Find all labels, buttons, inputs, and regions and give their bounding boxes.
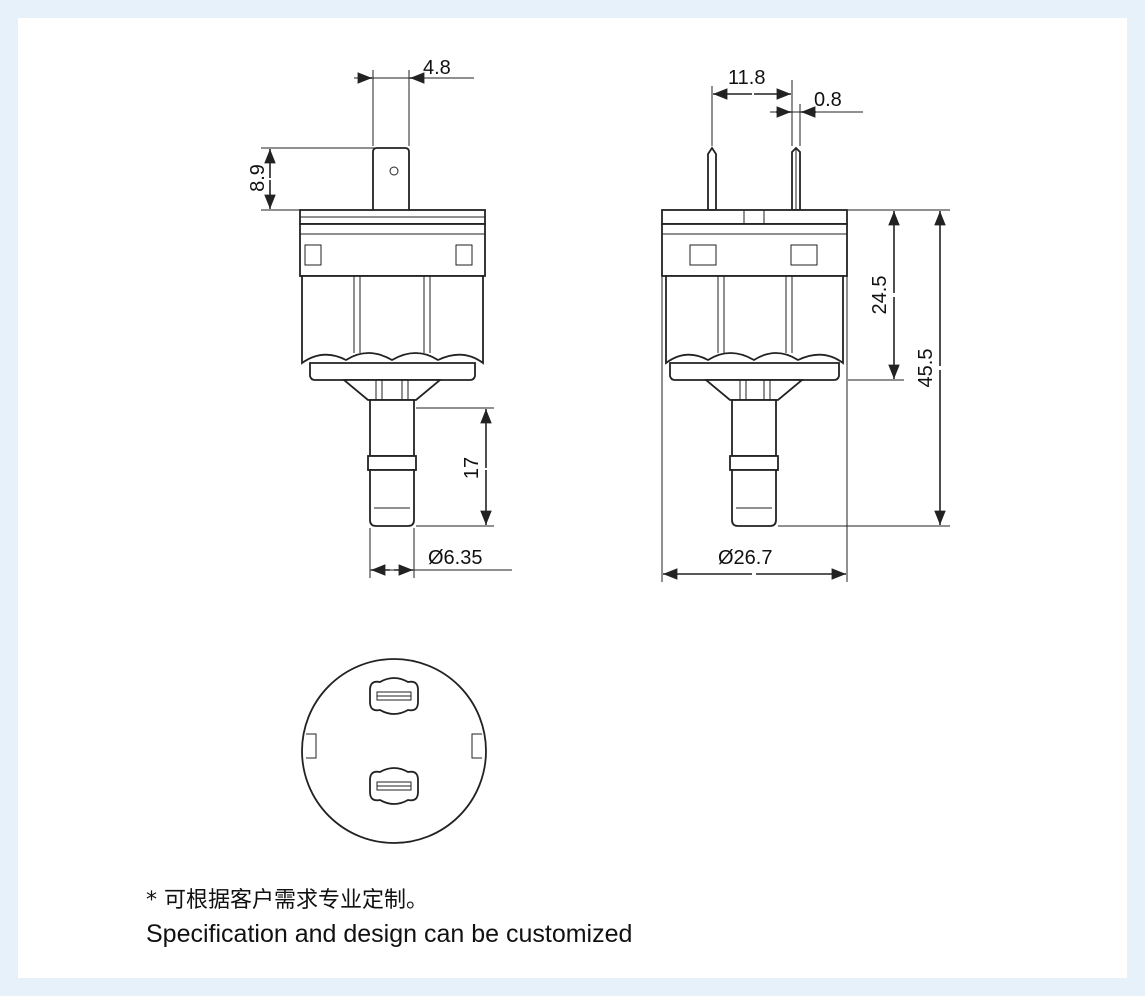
- front-clip-right: [455, 244, 473, 266]
- side-stem-collar: [729, 455, 779, 471]
- front-clip-left: [304, 244, 322, 266]
- front-hex-body: [301, 275, 484, 365]
- drawing-panel: 4.8 8.9 17 Ø6.35: [18, 18, 1127, 978]
- dim-side-terminal-thickness: 0.8: [814, 89, 842, 111]
- front-cone: [341, 379, 443, 401]
- note-chinese: * 可根据客户需求专业定制。: [146, 888, 428, 913]
- technical-drawing: 4.8 8.9 17 Ø6.35: [247, 57, 950, 844]
- bottom-notch-left: [306, 733, 317, 759]
- side-terminal-left: [707, 146, 717, 211]
- front-terminal-tab: [372, 147, 410, 219]
- side-dimensions: 11.8 0.8 24.5 45.5 Ø26.7: [661, 67, 950, 582]
- front-stem-tip: [369, 469, 415, 527]
- dim-side-terminal-spacing: 11.8: [728, 67, 765, 89]
- front-stem-upper: [369, 399, 415, 457]
- front-dimensions: 4.8 8.9 17 Ø6.35: [247, 57, 512, 578]
- dim-side-body-height: 24.5: [869, 276, 891, 315]
- side-view: [661, 146, 848, 527]
- front-stem-collar: [367, 455, 417, 471]
- terminal-hole: [389, 166, 399, 176]
- side-hex-body: [665, 275, 844, 365]
- side-bottom-rim: [669, 362, 840, 381]
- side-clip-left: [689, 244, 717, 266]
- note-english: Specification and design can be customiz…: [146, 920, 633, 948]
- side-upper-ring: [661, 223, 848, 277]
- bottom-view: [301, 658, 487, 844]
- side-stem-upper: [731, 399, 777, 457]
- dim-front-stem-diameter: Ø6.35: [428, 547, 482, 569]
- side-top-flange: [661, 209, 848, 225]
- front-view: [299, 147, 486, 527]
- dim-front-terminal-width: 4.8: [423, 57, 451, 79]
- side-cone: [703, 379, 805, 401]
- front-upper-ring: [299, 223, 486, 277]
- customization-note: * 可根据客户需求专业定制。 Specification and design …: [146, 886, 632, 952]
- dim-side-total-height: 45.5: [915, 349, 937, 388]
- bottom-circle: [301, 658, 487, 844]
- dim-front-stem-length: 17: [461, 457, 483, 479]
- front-bottom-rim: [309, 362, 476, 381]
- dim-side-body-diameter: Ø26.7: [718, 547, 772, 569]
- dim-front-terminal-height: 8.9: [247, 164, 269, 192]
- side-stem-tip: [731, 469, 777, 527]
- bottom-notch-right: [471, 733, 482, 759]
- side-clip-right: [790, 244, 818, 266]
